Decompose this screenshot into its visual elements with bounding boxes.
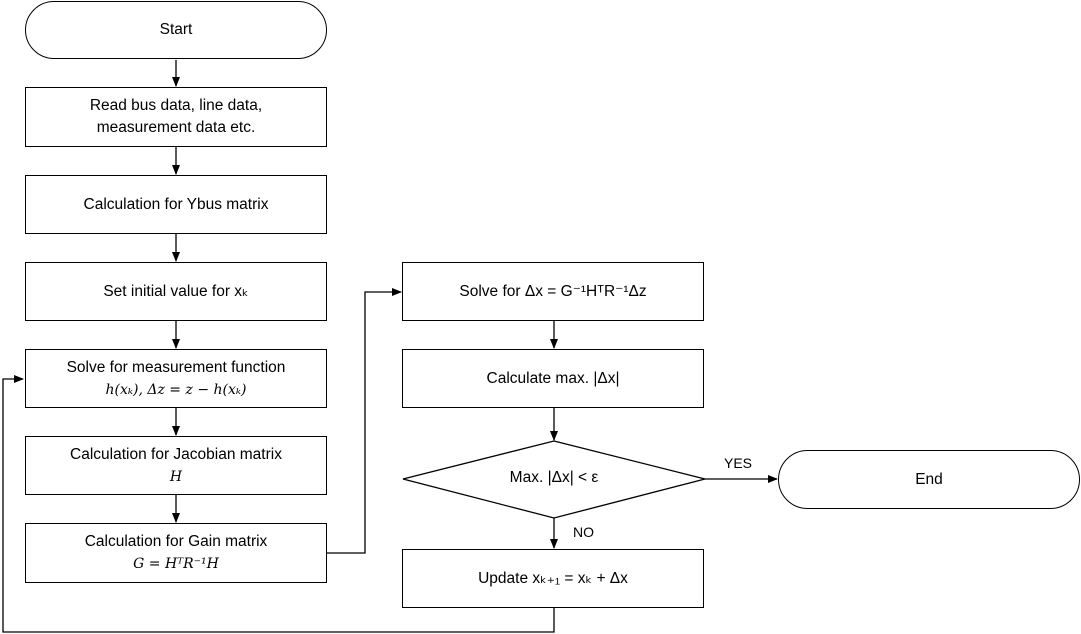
solve-dx-step: Solve for Δx = G⁻¹HᵀR⁻¹Δz xyxy=(402,262,704,321)
update-step: Update xₖ₊₁ = xₖ + Δx xyxy=(402,549,704,608)
gain-line-1: Calculation for Gain matrix xyxy=(84,533,268,550)
ybus-step: Calculation for Ybus matrix xyxy=(25,175,327,234)
yes-edge-label: YES xyxy=(724,455,753,471)
read-data-step: Read bus data, line data, measurement da… xyxy=(25,87,327,147)
measurement-function-step: Solve for measurement function h(xₖ), Δz… xyxy=(25,349,327,408)
end-terminal: End xyxy=(778,450,1080,509)
calc-max-label: Calculate max. |Δx| xyxy=(486,369,620,387)
start-label: Start xyxy=(159,21,193,38)
read-data-line-1: Read bus data, line data, xyxy=(89,97,263,114)
arrow-gain-to-solve-dx xyxy=(327,288,402,554)
read-data-line-2: measurement data etc. xyxy=(96,119,256,136)
gain-matrix-step: Calculation for Gain matrix G = HᵀR⁻¹H xyxy=(25,523,327,583)
decision-diamond xyxy=(402,440,706,519)
ybus-label: Calculation for Ybus matrix xyxy=(83,195,269,213)
calc-max-step: Calculate max. |Δx| xyxy=(402,349,704,408)
initial-value-label: Set initial value for xₖ xyxy=(103,282,249,300)
jacobian-step: Calculation for Jacobian matrix H xyxy=(25,436,327,495)
jacobian-line-1: Calculation for Jacobian matrix xyxy=(70,445,282,463)
measurement-formula: h(xₖ), Δz = z − h(xₖ) xyxy=(105,381,247,398)
no-edge-label: NO xyxy=(573,524,594,540)
jacobian-symbol: H xyxy=(169,468,183,485)
update-label: Update xₖ₊₁ = xₖ + Δx xyxy=(478,569,628,587)
arrow-update-loop-to-meas xyxy=(2,375,555,633)
initial-value-step: Set initial value for xₖ xyxy=(25,262,327,321)
start-terminal: Start xyxy=(25,1,327,59)
decision-label: Max. |Δx| < ε xyxy=(509,469,599,486)
solve-dx-label: Solve for Δx = G⁻¹HᵀR⁻¹Δz xyxy=(459,282,647,300)
measurement-line-1: Solve for measurement function xyxy=(66,358,286,376)
gain-formula: G = HᵀR⁻¹H xyxy=(133,556,219,572)
end-label: End xyxy=(915,470,943,488)
